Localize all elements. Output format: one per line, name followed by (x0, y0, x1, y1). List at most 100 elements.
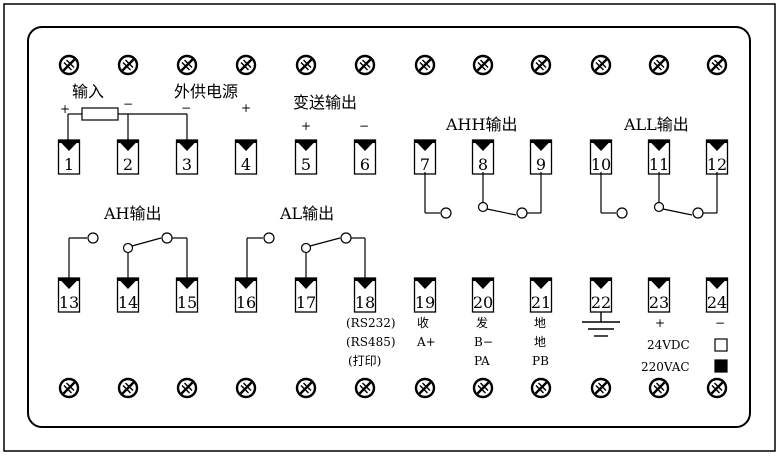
terminal-number: 3 (182, 155, 192, 174)
mounting-screw-icon (354, 377, 376, 399)
terminal-box (294, 139, 318, 175)
transmit-output-label: 变送输出 (293, 93, 357, 112)
ext-power-plus-sign: + (241, 101, 251, 115)
mounting-screw-icon (706, 54, 728, 76)
t18-print-label: (打印) (348, 354, 381, 368)
mounting-screw-icon (414, 377, 436, 399)
terminal-box (413, 277, 437, 313)
t21-ground-label: 地 (534, 316, 546, 330)
terminal-21: 21 (529, 277, 553, 313)
mounting-screw-icon (648, 54, 670, 76)
terminal-number: 5 (301, 155, 311, 174)
ground-symbol (582, 312, 620, 337)
t21-ground-label-2: 地 (534, 335, 546, 349)
input-minus-sign: − (123, 97, 133, 111)
terminal-box (234, 277, 258, 313)
terminal-number: 8 (478, 155, 488, 174)
terminal-number: 13 (59, 293, 79, 312)
terminal-box (57, 139, 81, 175)
terminal-box (471, 277, 495, 313)
ahh-output-label: AHH输出 (445, 115, 517, 134)
t18-rs485-label: (RS485) (346, 335, 396, 349)
mounting-screw-icon (530, 377, 552, 399)
terminal-number: 17 (296, 293, 316, 312)
terminal-4: 4 (234, 139, 258, 175)
t18-rs232-label: (RS232) (346, 316, 396, 330)
ext-power-minus-sign: − (181, 101, 191, 115)
terminal-24: 24 (705, 277, 729, 313)
terminal-19: 19 (413, 277, 437, 313)
ahh-relay-contacts (424, 172, 542, 219)
mounting-screw-icon (590, 54, 612, 76)
ext-power-label: 外供电源 (174, 82, 238, 101)
option-220vac-checkbox (714, 359, 728, 373)
mounting-screw-icon (472, 377, 494, 399)
terminal-number: 20 (473, 293, 493, 312)
terminal-number: 9 (536, 155, 546, 174)
t19-receive-label: 收 (417, 316, 429, 330)
terminal-6: 6 (353, 139, 377, 175)
terminal-number: 24 (707, 293, 727, 312)
terminal-number: 7 (420, 155, 430, 174)
t20-bminus-label: B− (474, 335, 493, 349)
terminal-number: 23 (649, 293, 669, 312)
mounting-screw-icon (117, 377, 139, 399)
terminal-16: 16 (234, 277, 258, 313)
terminal-number: 6 (360, 155, 370, 174)
t20-send-label: 发 (476, 315, 488, 330)
mounting-screw-icon (235, 54, 257, 76)
all-output-label: ALL输出 (623, 115, 689, 134)
voltage-24vdc-label: 24VDC (647, 338, 690, 352)
terminal-number: 19 (415, 293, 435, 312)
ah-output-label: AH输出 (103, 204, 162, 223)
al-relay-contacts (246, 232, 366, 278)
voltage-220vac-label: 220VAC (641, 360, 690, 374)
panel-outline (27, 26, 751, 428)
mounting-screw-icon (414, 54, 436, 76)
terminal-box (353, 139, 377, 175)
t21-pb-label: PB (532, 354, 549, 368)
all-relay-contacts (600, 172, 718, 219)
mounting-screw-icon (176, 377, 198, 399)
mounting-screw-icon (235, 377, 257, 399)
terminal-5: 5 (294, 139, 318, 175)
terminal-15: 15 (175, 277, 199, 313)
mounting-screw-icon (648, 377, 670, 399)
input-plus-sign: + (60, 102, 70, 116)
terminal-1: 1 (57, 139, 81, 175)
terminal-number: 15 (177, 293, 197, 312)
mounting-screw-icon (295, 377, 317, 399)
terminal-number: 22 (591, 293, 611, 312)
t24-minus-sign: − (715, 316, 725, 330)
terminal-23: 23 (647, 277, 671, 313)
mounting-screw-icon (472, 54, 494, 76)
terminal-box (647, 277, 671, 313)
terminal-number: 2 (123, 155, 133, 174)
terminal-number: 1 (64, 155, 74, 174)
mounting-screw-icon (58, 54, 80, 76)
transmit-minus-sign: − (359, 119, 369, 133)
mounting-screw-icon (295, 54, 317, 76)
t20-pa-label: PA (474, 354, 490, 368)
mounting-screw-icon (176, 54, 198, 76)
terminal-box (705, 277, 729, 313)
terminal-number: 18 (355, 293, 375, 312)
t23-plus-sign: + (655, 316, 665, 330)
mounting-screw-icon (706, 377, 728, 399)
option-24vdc-checkbox (714, 338, 728, 352)
mounting-screw-icon (58, 377, 80, 399)
terminal-number: 10 (591, 155, 611, 174)
terminal-20: 20 (471, 277, 495, 313)
terminal-number: 16 (236, 293, 256, 312)
mounting-screw-icon (117, 54, 139, 76)
mounting-screw-icon (530, 54, 552, 76)
terminal-number: 11 (649, 155, 669, 174)
terminal-number: 21 (531, 293, 551, 312)
t19-aplus-label: A+ (416, 335, 436, 349)
bottom-terminal-row: 13 14 15 16 17 18 19 20 21 22 23 24 (57, 277, 729, 313)
terminal-12: 12 (705, 139, 729, 175)
al-output-label: AL输出 (279, 204, 334, 223)
terminal-number: 14 (118, 293, 138, 312)
